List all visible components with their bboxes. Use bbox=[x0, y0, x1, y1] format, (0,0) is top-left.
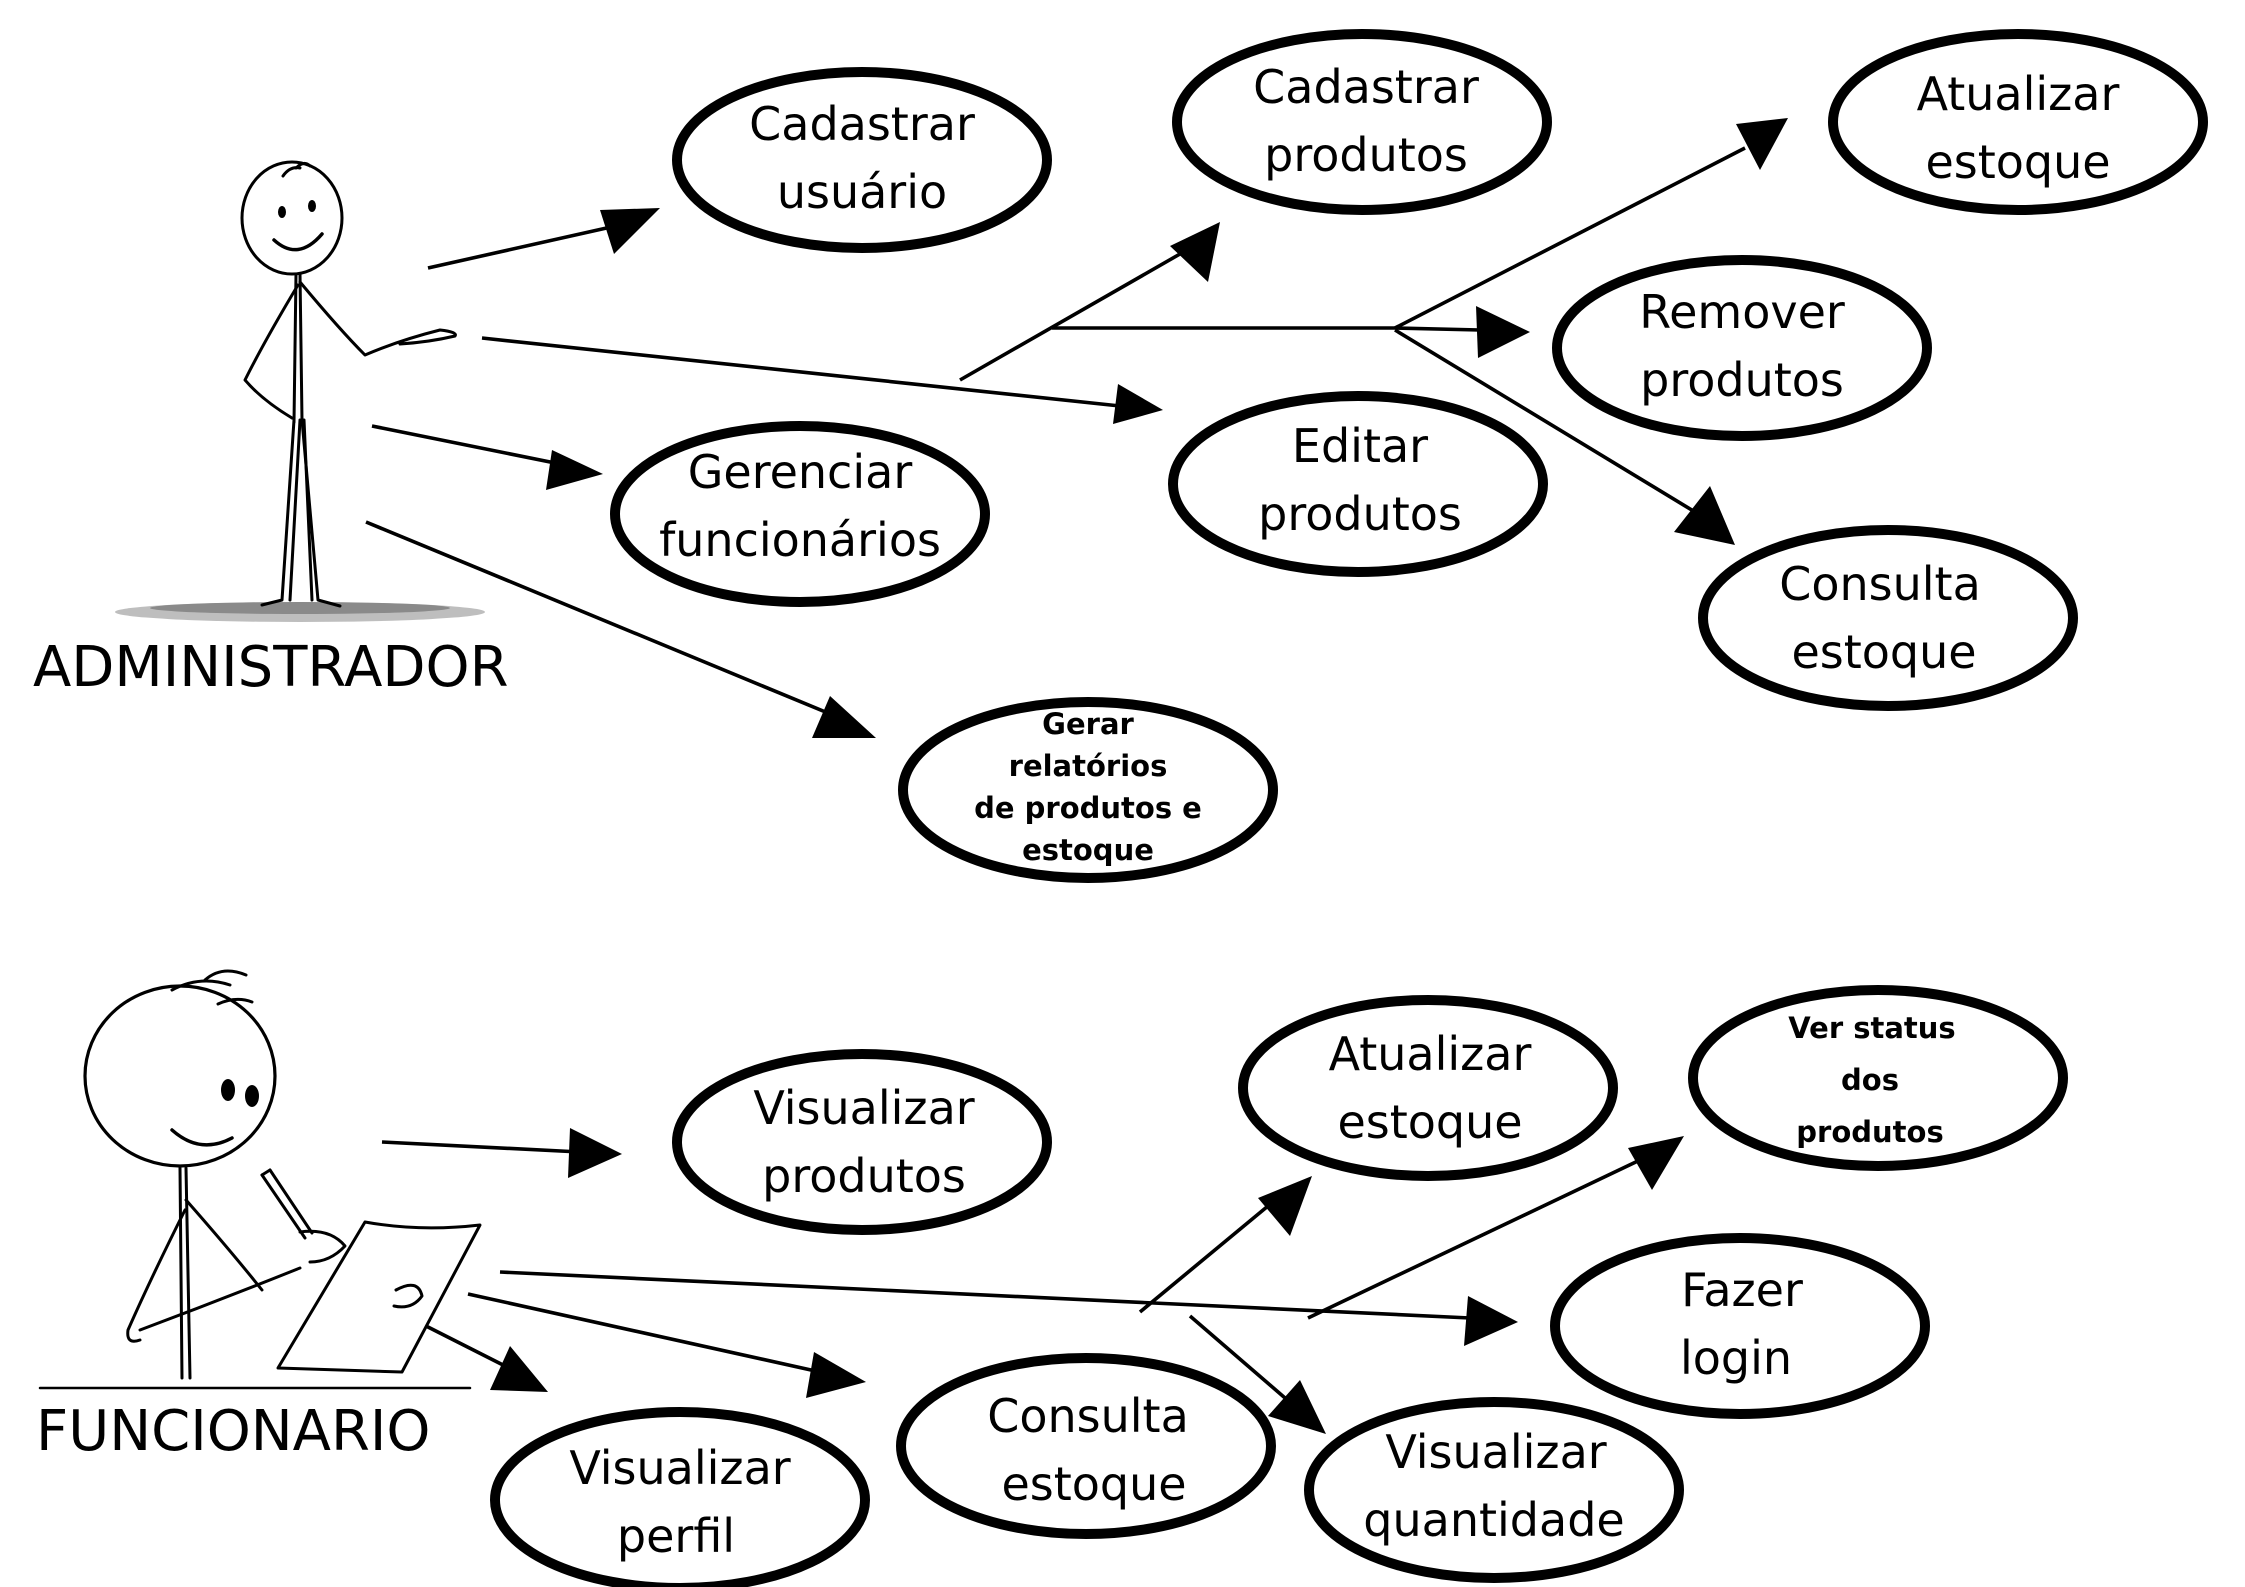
use-case-line: Fazer bbox=[1681, 1263, 1803, 1317]
use-case-line: usuário bbox=[777, 165, 947, 219]
use-case-line: relatórios bbox=[1009, 749, 1168, 783]
use-case-cadastrar-produtos[interactable]: Cadastrar produtos bbox=[1172, 29, 1552, 215]
arrowhead bbox=[1268, 1380, 1326, 1434]
use-case-line: produtos bbox=[1258, 487, 1462, 541]
use-case-line: produtos bbox=[1796, 1115, 1943, 1149]
arrowhead bbox=[1736, 118, 1788, 170]
use-case-line: Visualizar bbox=[753, 1081, 974, 1135]
arrowhead bbox=[1628, 1136, 1684, 1190]
use-case-line: estoque bbox=[1337, 1095, 1522, 1149]
use-case-visualizar-quantidade[interactable]: Visualizar quantidade bbox=[1304, 1397, 1684, 1583]
use-case-line: produtos bbox=[1640, 353, 1844, 407]
use-case-line: dos bbox=[1841, 1063, 1899, 1097]
arrowhead bbox=[1476, 306, 1530, 358]
use-case-consulta-estoque-func[interactable]: Consulta estoque bbox=[896, 1353, 1276, 1539]
use-case-cadastrar-usuario[interactable]: Cadastrar usuário bbox=[672, 67, 1052, 253]
use-case-line: estoque bbox=[1022, 833, 1154, 867]
arrowhead bbox=[546, 450, 603, 490]
use-case-line: Cadastrar bbox=[1253, 60, 1479, 114]
use-case-editar-produtos[interactable]: Editar produtos bbox=[1168, 391, 1548, 577]
use-case-line: produtos bbox=[762, 1149, 966, 1203]
arrowhead bbox=[1113, 384, 1163, 424]
use-case-line: Consulta bbox=[987, 1389, 1189, 1443]
admin-label: ADMINISTRADOR bbox=[33, 635, 508, 700]
use-case-line: Atualizar bbox=[1329, 1027, 1532, 1081]
use-case-visualizar-produtos[interactable]: Visualizar produtos bbox=[672, 1049, 1052, 1235]
arrowhead bbox=[1674, 486, 1735, 545]
use-case-consulta-estoque-admin[interactable]: Consulta estoque bbox=[1698, 525, 2078, 711]
use-case-atualizar-estoque-admin[interactable]: Atualizar estoque bbox=[1828, 29, 2208, 215]
use-case-line: Atualizar bbox=[1917, 67, 2120, 121]
use-case-line: estoque bbox=[1925, 135, 2110, 189]
use-case-remover-produtos[interactable]: Remover produtos bbox=[1552, 255, 1932, 441]
use-case-line: produtos bbox=[1264, 128, 1468, 182]
use-case-gerar-relatorios[interactable]: Gerar relatórios de produtos e estoque bbox=[898, 697, 1278, 883]
use-case-fazer-login[interactable]: Fazer login bbox=[1550, 1233, 1930, 1419]
use-case-line: Consulta bbox=[1779, 557, 1981, 611]
admin-associations bbox=[365, 118, 1788, 738]
use-case-gerenciar-funcionarios[interactable]: Gerenciar funcionários bbox=[610, 421, 990, 607]
use-case-line: Ver status bbox=[1788, 1011, 1955, 1045]
employee-associations bbox=[381, 1128, 1684, 1434]
use-case-line: Editar bbox=[1292, 419, 1428, 473]
use-case-line: Remover bbox=[1639, 285, 1845, 339]
use-case-line: Cadastrar bbox=[749, 97, 975, 151]
use-case-line: login bbox=[1680, 1331, 1792, 1385]
arrowhead bbox=[806, 1352, 866, 1398]
use-case-visualizar-perfil[interactable]: Visualizar perfil bbox=[490, 1407, 870, 1587]
use-case-line: perfil bbox=[617, 1509, 735, 1563]
use-case-line: Visualizar bbox=[1385, 1425, 1606, 1479]
use-case-line: funcionários bbox=[659, 513, 941, 567]
arrowhead bbox=[1258, 1176, 1312, 1236]
employee-label: FUNCIONARIO bbox=[36, 1399, 431, 1464]
use-case-line: quantidade bbox=[1363, 1493, 1624, 1547]
employee-stick-figure bbox=[38, 969, 482, 1390]
use-case-line: de produtos e bbox=[974, 791, 1202, 825]
arrowhead bbox=[812, 696, 876, 738]
use-case-ver-status[interactable]: Ver status dos produtos bbox=[1688, 985, 2068, 1171]
admin-stick-figure bbox=[115, 160, 485, 622]
use-case-atualizar-estoque-func[interactable]: Atualizar estoque bbox=[1238, 995, 1618, 1181]
use-case-line: Visualizar bbox=[569, 1441, 790, 1495]
arrowhead bbox=[568, 1128, 622, 1178]
arrowhead bbox=[600, 208, 660, 254]
use-case-line: estoque bbox=[1001, 1457, 1186, 1511]
use-case-line: estoque bbox=[1791, 625, 1976, 679]
use-case-line: Gerar bbox=[1042, 707, 1134, 741]
use-case-line: Gerenciar bbox=[688, 445, 913, 499]
arrowhead bbox=[490, 1346, 548, 1392]
arrowhead bbox=[1464, 1296, 1518, 1346]
arrowhead bbox=[1170, 222, 1220, 282]
